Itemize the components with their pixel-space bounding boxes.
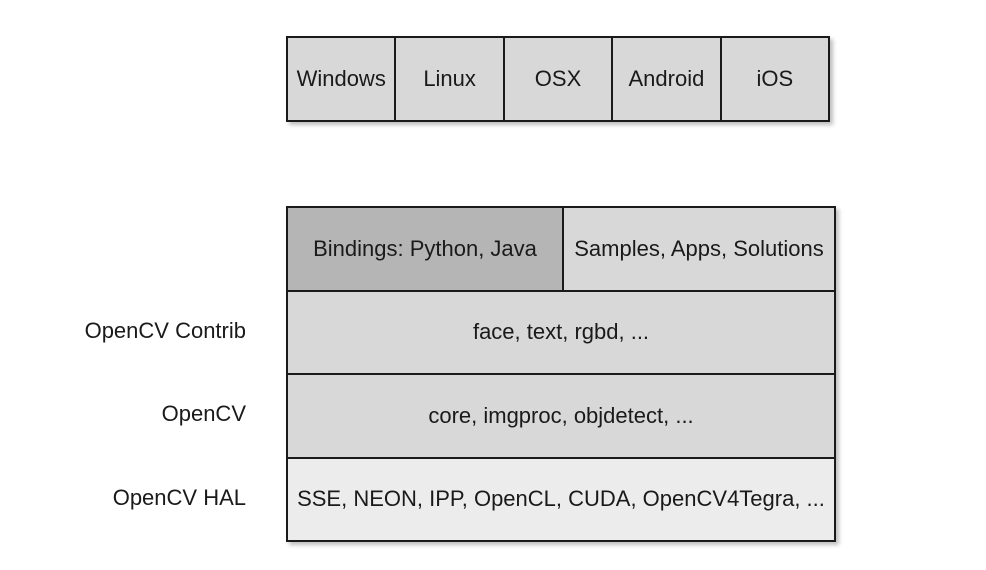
label-opencv-contrib: OpenCV Contrib (84, 318, 246, 343)
layer-top-row: Bindings: Python, Java Samples, Apps, So… (288, 208, 834, 292)
platforms-row: Windows Linux OSX Android iOS (286, 36, 830, 122)
platform-windows: Windows (288, 38, 397, 120)
layer-contrib: face, text, rgbd, ... (288, 291, 834, 375)
opencv-stack: Bindings: Python, Java Samples, Apps, So… (286, 206, 836, 542)
layer-hal: SSE, NEON, IPP, OpenCL, CUDA, OpenCV4Teg… (288, 458, 834, 540)
platform-ios: iOS (721, 38, 829, 120)
bindings-box: Bindings: Python, Java (288, 208, 564, 290)
layer-core: core, imgproc, objdetect, ... (288, 375, 834, 459)
platform-osx: OSX (504, 38, 614, 120)
label-opencv-hal: OpenCV HAL (112, 485, 246, 510)
samples-box: Samples, Apps, Solutions (564, 208, 834, 290)
label-opencv: OpenCV (161, 401, 246, 426)
platform-linux: Linux (396, 38, 505, 120)
platform-android: Android (613, 38, 722, 120)
